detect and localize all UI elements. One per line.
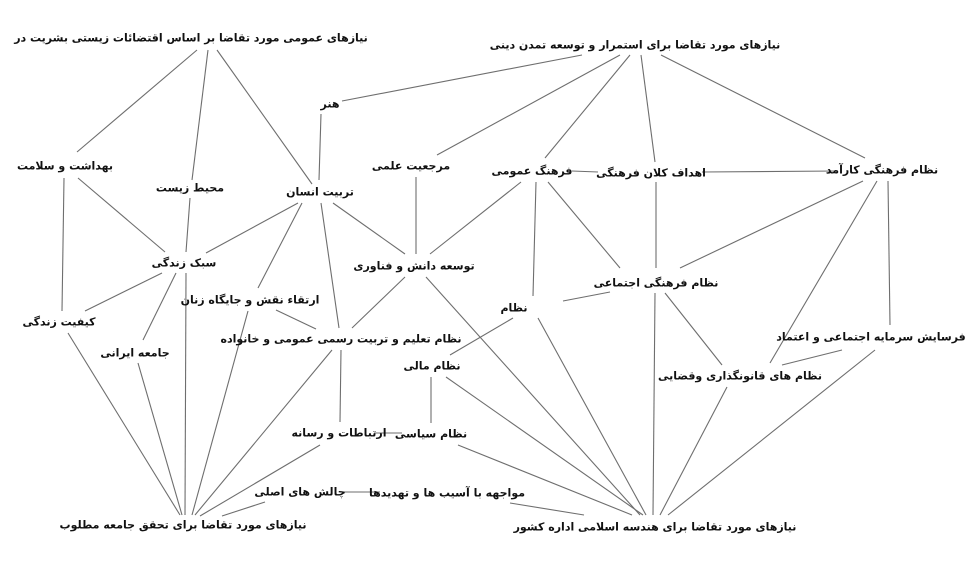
- edge: [216, 49, 313, 185]
- edge: [320, 202, 340, 329]
- edge: [339, 349, 342, 423]
- edge: [257, 202, 303, 289]
- node-social-capital-erosion: فرسایش سرمایه اجتماعی و اعتماد: [776, 330, 966, 344]
- edge: [84, 272, 163, 312]
- node-quality-of-life: کیفیت زندگی: [22, 315, 96, 329]
- node-efficient-cultural-system: نظام فرهنگی کارآمد: [825, 163, 939, 177]
- node-art: هنر: [320, 97, 340, 111]
- node-political-system: نظام سیاسی: [394, 427, 468, 441]
- node-health: بهداشت و سلامت: [16, 159, 114, 173]
- edge: [341, 54, 583, 102]
- node-human-upbringing: تربیت انسان: [286, 185, 354, 199]
- edge: [61, 177, 65, 312]
- edge: [544, 54, 631, 159]
- edge: [191, 49, 209, 181]
- node-public-culture: فرهنگ عمومی: [491, 164, 573, 178]
- edge: [77, 177, 166, 253]
- node-communication-media: ارتباطات و رسانه: [291, 426, 387, 440]
- edge: [191, 310, 249, 516]
- node-iranian-society: جامعه ایرانی: [100, 346, 170, 360]
- edge: [509, 502, 585, 516]
- edge: [185, 197, 191, 253]
- edge: [318, 113, 322, 181]
- edge: [547, 181, 621, 269]
- node-system: نظام: [500, 301, 528, 315]
- node-socio-cultural-system: نظام فرهنگی اجتماعی: [593, 276, 719, 290]
- edge: [205, 202, 299, 254]
- edge: [449, 317, 514, 356]
- edge: [194, 349, 333, 516]
- edge: [571, 170, 599, 173]
- edge: [781, 349, 843, 366]
- edge: [701, 170, 839, 173]
- node-knowledge-tech-development: توسعه دانش و فناوری: [353, 259, 475, 273]
- edge: [142, 272, 177, 341]
- edge: [137, 362, 183, 516]
- edge: [221, 501, 266, 517]
- edge: [425, 276, 641, 516]
- edge: [659, 386, 728, 516]
- node-religious-civilization-needs: نیازهای مورد تقاضا برای استمرار و توسعه …: [489, 38, 781, 52]
- edge: [664, 292, 723, 366]
- edge: [652, 292, 656, 516]
- node-ideal-society-needs: نیازهای مورد تقاضا برای تحقق جامعه مطلوب: [59, 518, 307, 532]
- edge: [199, 444, 321, 517]
- edge: [184, 272, 187, 516]
- edge: [887, 180, 891, 326]
- node-macro-cultural-goals: اهداف کلان فرهنگی: [596, 166, 706, 180]
- edge: [532, 181, 537, 297]
- edge: [445, 376, 644, 516]
- edge: [429, 181, 522, 255]
- node-general-needs: نیازهای عمومی مورد تقاضا بر اساس اقتضائا…: [14, 31, 368, 45]
- node-facing-threats: مواجهه با آسیب ها و تهدیدها: [368, 486, 526, 500]
- node-scientific-authority: مرجعیت علمی: [371, 159, 451, 173]
- node-legislative-judicial: نظام های قانونگذاری وقضایی: [657, 369, 823, 383]
- node-main-challenges: چالش های اصلی: [254, 485, 346, 499]
- node-education-system: نظام تعلیم و تربیت رسمی عمومی و خانواده: [220, 332, 462, 346]
- edge: [660, 54, 866, 159]
- edge: [667, 349, 876, 516]
- node-women-role: ارتقاء نقش و جایگاه زنان: [180, 293, 320, 307]
- edge: [332, 202, 406, 255]
- edge: [457, 444, 633, 516]
- edge: [436, 54, 621, 156]
- node-islamic-governance-needs: نیازهای مورد تقاضا برای هندسه اسلامی ادا…: [513, 520, 797, 534]
- edge: [562, 291, 611, 302]
- edge: [275, 309, 317, 330]
- edge: [76, 49, 198, 153]
- edge: [351, 276, 406, 329]
- node-environment: محیط زیست: [155, 181, 225, 195]
- edge: [640, 54, 656, 163]
- edge: [67, 332, 181, 516]
- node-financial-system: نظام مالی: [403, 359, 461, 373]
- edge: [679, 180, 864, 269]
- node-lifestyle: سبک زندگی: [151, 256, 217, 270]
- edge: [537, 317, 647, 516]
- edge: [769, 180, 878, 364]
